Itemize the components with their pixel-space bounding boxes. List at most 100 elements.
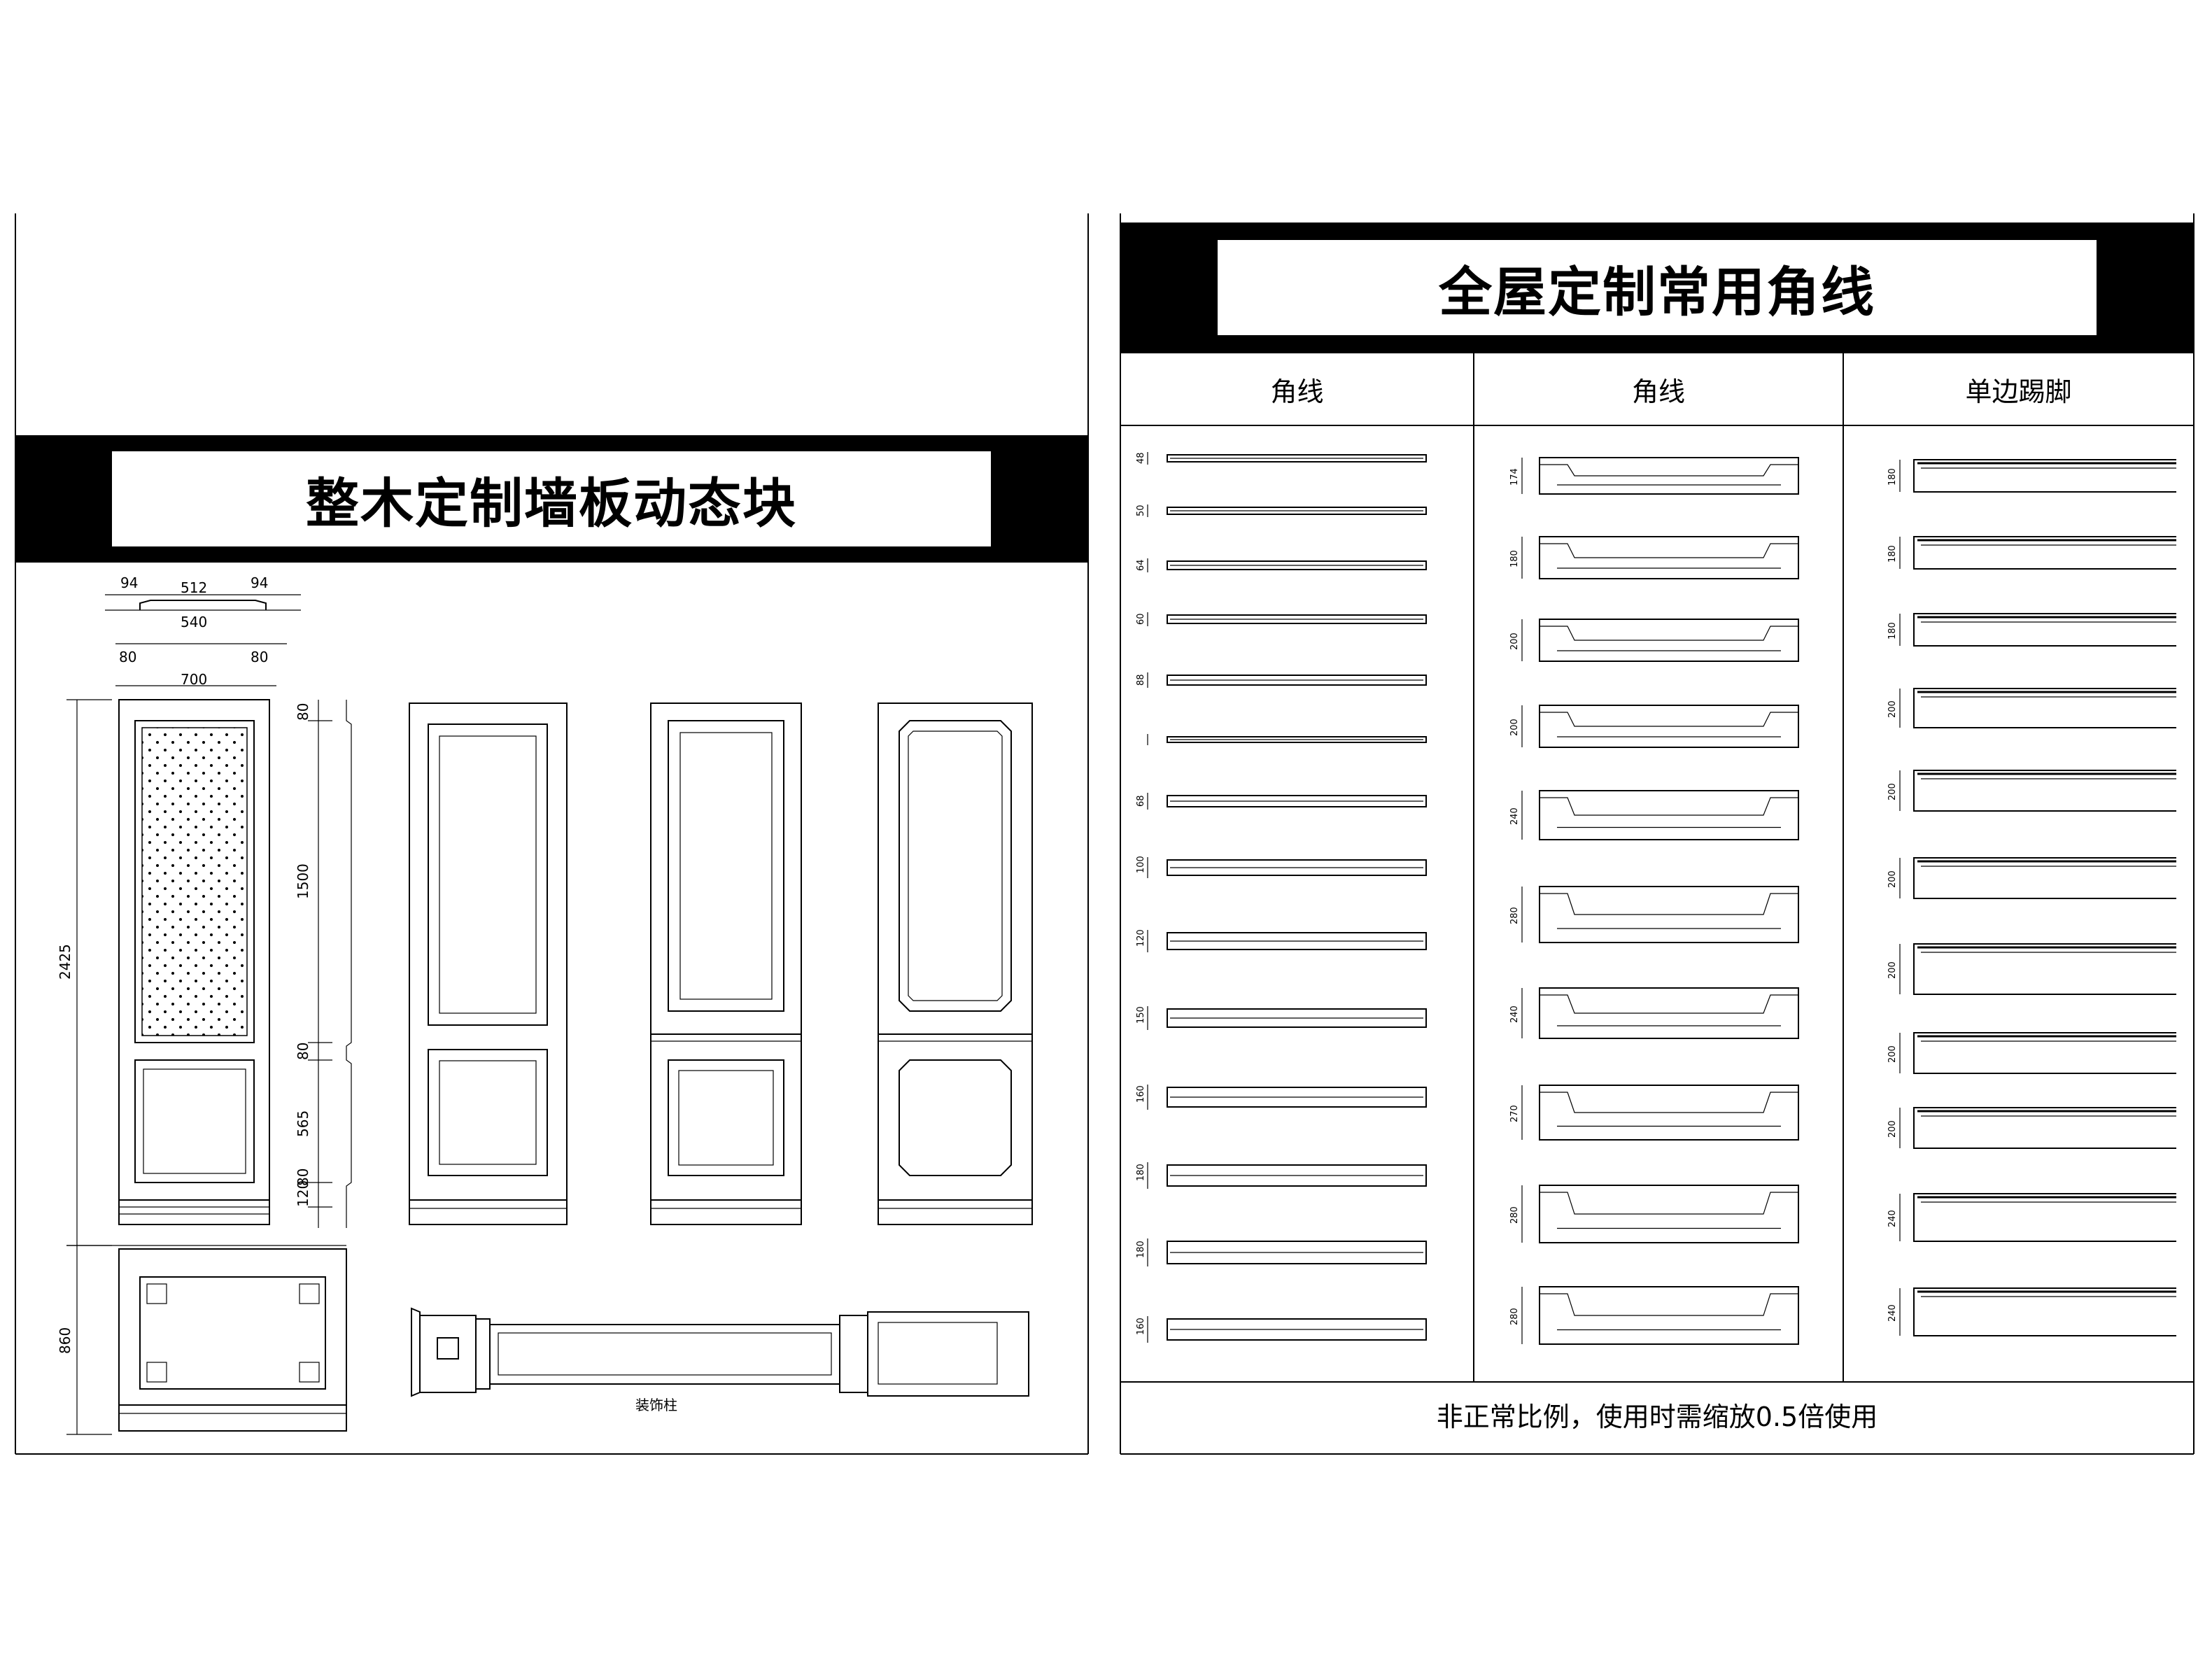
skirting-profile: 200 — [1887, 857, 2176, 899]
corner-line-profile: 160 — [1136, 1085, 1427, 1110]
dim-mid-a: 80 — [295, 703, 311, 721]
col1-dim-label: 160 — [1136, 1085, 1146, 1103]
dim-top-a: 94 — [120, 574, 138, 591]
decorative-column: 装饰柱 — [411, 1307, 1029, 1413]
col2-dim-label: 280 — [1509, 907, 1520, 924]
corner-line-profile: 180 — [1136, 1238, 1427, 1266]
dim-mid-b: 1500 — [295, 863, 311, 899]
dim-mid-c: 80 — [295, 1043, 311, 1060]
col3-dim-label: 200 — [1887, 870, 1898, 888]
col2-dim-label: 174 — [1509, 468, 1520, 486]
col3-dim-label: 180 — [1887, 468, 1898, 486]
corner-line-profile: 200 — [1509, 619, 1799, 662]
corner-line-profile: 64 — [1136, 558, 1427, 572]
dim-left-lower: 860 — [57, 1327, 73, 1354]
left-title: 整木定制墙板动态块 — [112, 451, 991, 546]
skirting-profile: 200 — [1887, 770, 2176, 812]
col1-dim-label: 120 — [1136, 929, 1146, 947]
skirting-profile: 200 — [1887, 943, 2176, 995]
dim-mid-e: 120 — [295, 1180, 311, 1207]
col-header-corner-line-2: 角线 — [1631, 376, 1685, 407]
dim-top-f: 80 — [251, 649, 268, 665]
col3-dim-label: 200 — [1887, 1120, 1898, 1138]
col1-dim-label: 48 — [1136, 452, 1146, 464]
skirting-profile: 200 — [1887, 1107, 2176, 1149]
corner-line-profile: 240 — [1509, 790, 1799, 840]
corner-line-profile: 60 — [1136, 612, 1427, 626]
col3-dim-label: 180 — [1887, 622, 1898, 640]
dim-mid-d: 565 — [295, 1110, 311, 1137]
col1-dim-label: 50 — [1136, 504, 1146, 516]
corner-line-profile: 180 — [1509, 536, 1799, 579]
wall-panel-drawings: 94 512 94 540 80 80 700 2425 860 — [57, 574, 1033, 1435]
corner-line-profile: 240 — [1509, 987, 1799, 1039]
col1-dim-label: 160 — [1136, 1318, 1146, 1335]
col3-dim-label: 200 — [1887, 783, 1898, 800]
col3-dim-label: 180 — [1887, 545, 1898, 563]
corner-line-profile: 174 — [1509, 457, 1799, 495]
skirting-profile: 240 — [1887, 1193, 2176, 1242]
col1-dim-label: 64 — [1136, 559, 1146, 571]
scale-note: 非正常比例，使用时需缩放0.5倍使用 — [1436, 1401, 1878, 1432]
corner-line-profile: 280 — [1509, 1185, 1799, 1243]
corner-line-profile: 280 — [1509, 1286, 1799, 1345]
dim-left-height: 2425 — [57, 944, 73, 980]
col1-dim-label: 100 — [1136, 856, 1146, 873]
col1-dim-label: 180 — [1136, 1241, 1146, 1258]
wall-panel-chamfered — [878, 703, 1033, 1225]
dim-top-e: 80 — [119, 649, 136, 665]
skirting-profile: 240 — [1887, 1287, 2176, 1336]
dim-top-d: 540 — [181, 614, 207, 630]
corner-line-profile: 100 — [1136, 856, 1427, 878]
corner-line-profile: 150 — [1136, 1006, 1427, 1030]
col-header-skirting: 单边踢脚 — [1965, 376, 2072, 407]
wall-panel-dotted — [118, 699, 270, 1225]
corner-line-profiles-col1: 48 50 64 60 88 68 100 120 150 160 180 180 160 — [1136, 452, 1427, 1343]
table-grid — [1120, 352, 2194, 1383]
col2-dim-label: 200 — [1509, 719, 1520, 736]
corner-line-profile: 180 — [1136, 1162, 1427, 1189]
corner-line-profile: 280 — [1509, 886, 1799, 943]
col-header-corner-line-1: 角线 — [1270, 376, 1324, 407]
corner-line-profile: 50 — [1136, 504, 1427, 517]
right-title: 全屋定制常用角线 — [1218, 240, 2097, 335]
skirting-profile: 180 — [1887, 536, 2176, 570]
skirting-profiles-col3: 180 180 180 200 200 200 200 200 200 240 240 — [1887, 459, 2176, 1336]
col2-dim-label: 180 — [1509, 550, 1520, 567]
dim-top-b: 512 — [181, 579, 207, 596]
dim-top-c: 94 — [251, 574, 268, 591]
dim-top-g: 700 — [181, 671, 207, 688]
col2-dim-label: 280 — [1509, 1206, 1520, 1224]
skirting-profile: 180 — [1887, 459, 2176, 493]
col2-dim-label: 270 — [1509, 1105, 1520, 1122]
col3-dim-label: 240 — [1887, 1210, 1898, 1227]
corner-line-profile: 88 — [1136, 672, 1427, 688]
corner-line-profile: 160 — [1136, 1316, 1427, 1343]
col1-dim-label: 180 — [1136, 1164, 1146, 1181]
col1-dim-label: 68 — [1136, 795, 1146, 807]
corner-line-profile — [1147, 734, 1427, 745]
col2-dim-label: 280 — [1509, 1308, 1520, 1325]
skirting-profile: 200 — [1887, 688, 2176, 728]
col1-dim-label: 150 — [1136, 1006, 1146, 1024]
col3-dim-label: 200 — [1887, 961, 1898, 979]
mid-height-dims: 80 1500 80 565 120 80 — [295, 700, 352, 1228]
skirting-profile: 200 — [1887, 1032, 2176, 1074]
wainscot-panel — [66, 1245, 347, 1432]
col1-dim-label: 88 — [1136, 674, 1146, 686]
corner-line-profile: 120 — [1136, 929, 1427, 952]
top-profile-dims: 94 512 94 540 80 80 700 — [105, 574, 301, 688]
dim-mid-f: 80 — [295, 1169, 311, 1186]
corner-line-profile: 68 — [1136, 793, 1427, 810]
col2-dim-label: 200 — [1509, 633, 1520, 650]
col3-dim-label: 200 — [1887, 1045, 1898, 1063]
corner-line-profiles-col2: 174 180 200 200 240 280 240 270 280 280 — [1509, 457, 1799, 1345]
col1-dim-label: 60 — [1136, 613, 1146, 625]
col3-dim-label: 240 — [1887, 1304, 1898, 1322]
skirting-profile: 180 — [1887, 613, 2176, 647]
corner-line-profile: 270 — [1509, 1085, 1799, 1141]
wall-panel-fret — [409, 703, 568, 1225]
